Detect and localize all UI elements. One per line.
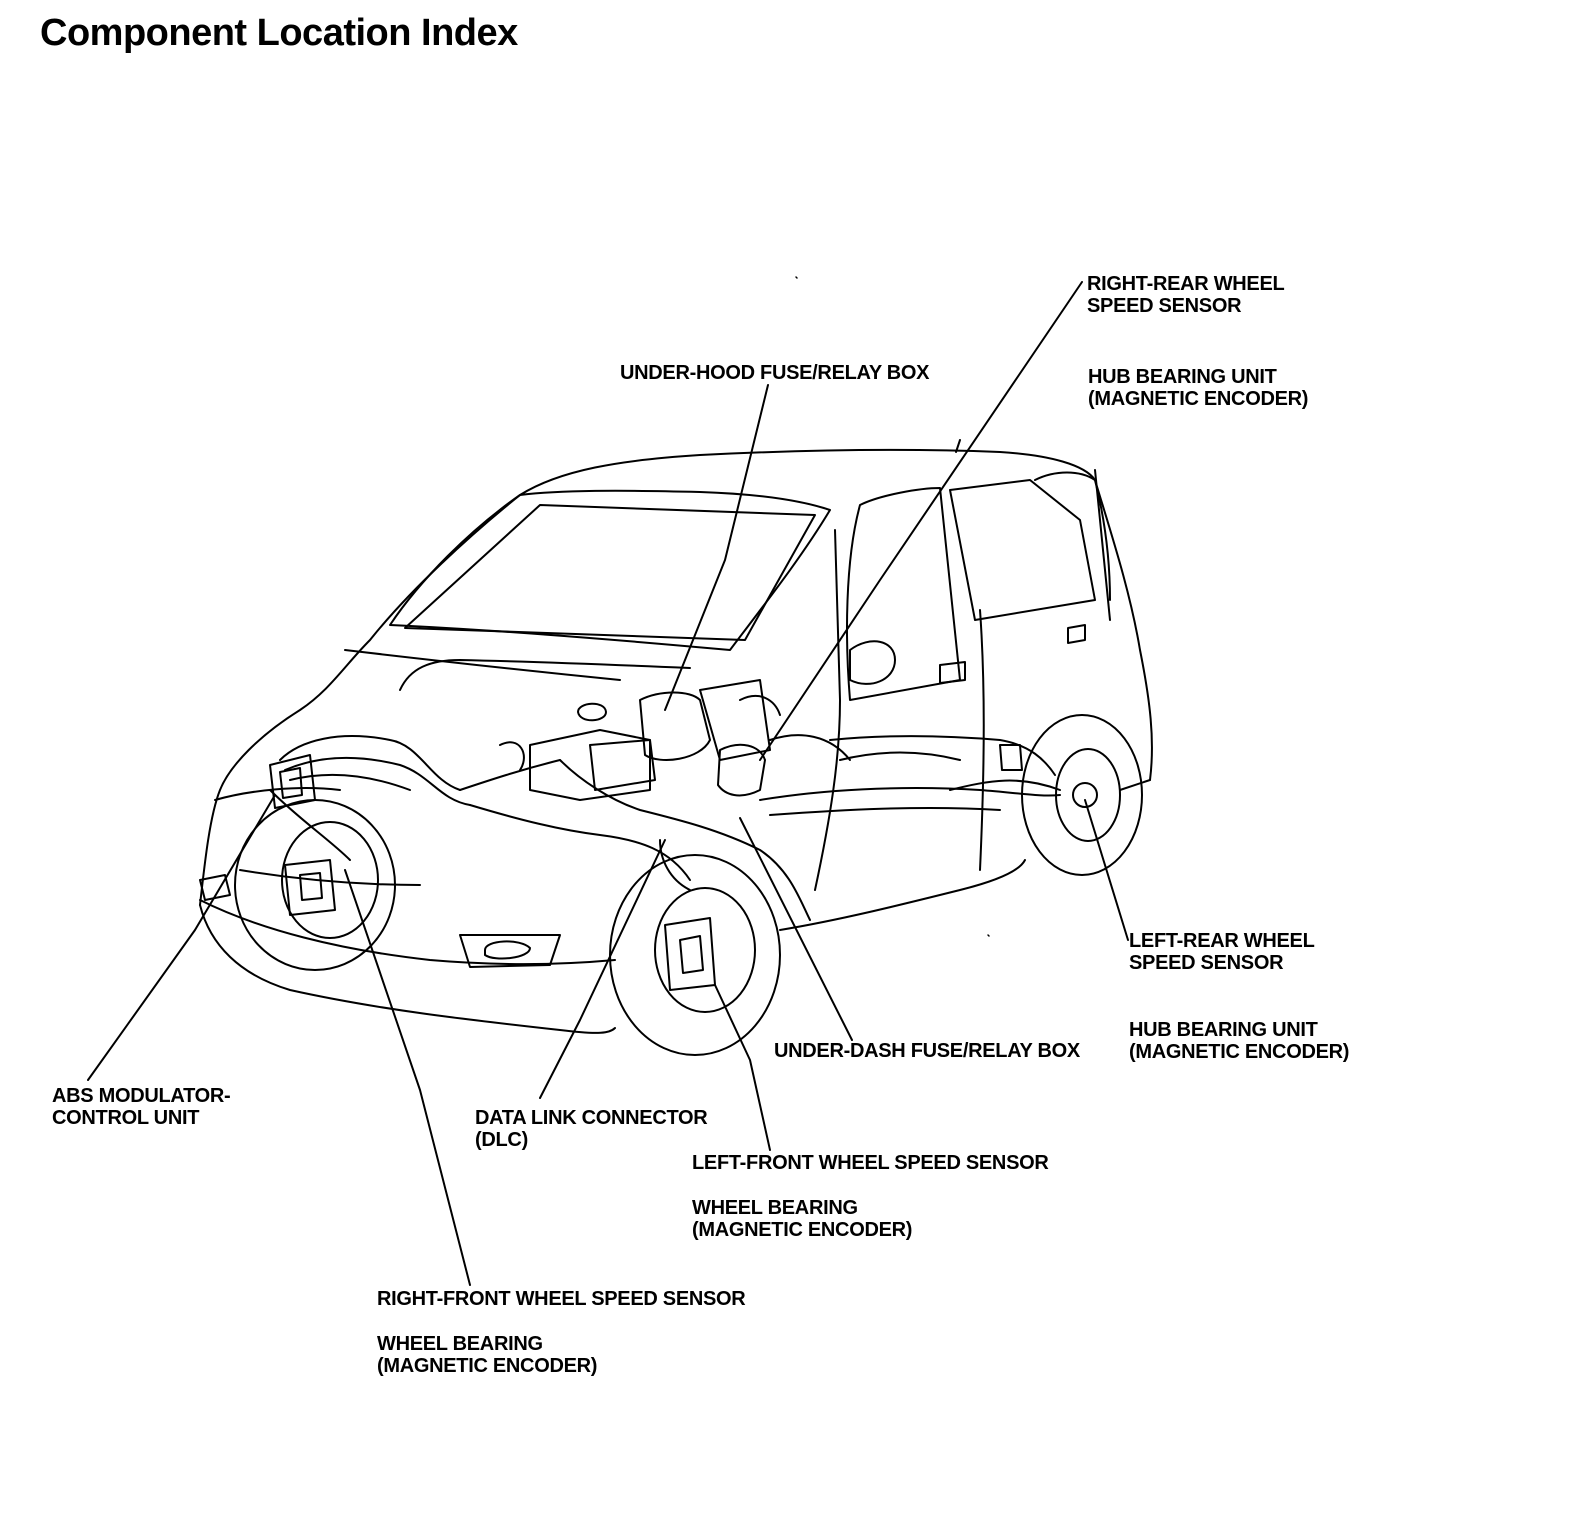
page-title: Component Location Index [40, 12, 518, 54]
leader-lines [87, 281, 1129, 1286]
label-data-link-connector: DATA LINK CONNECTOR (DLC) [475, 1107, 708, 1151]
engine-compartment [499, 679, 851, 801]
label-right-front-wheel-bearing: WHEEL BEARING (MAGNETIC ENCODER) [377, 1333, 598, 1377]
label-left-front-wheel-speed-sensor: LEFT-FRONT WHEEL SPEED SENSOR [692, 1152, 1049, 1174]
label-right-front-wheel-speed-sensor: RIGHT-FRONT WHEEL SPEED SENSOR [377, 1288, 746, 1310]
left-front-wheel [609, 854, 781, 1056]
label-abs-modulator-control-unit: ABS MODULATOR- CONTROL UNIT [52, 1085, 231, 1129]
label-under-hood-fuse-relay-box: UNDER-HOOD FUSE/RELAY BOX [620, 362, 930, 384]
right-front-wheel [234, 799, 396, 971]
label-right-rear-wheel-speed-sensor: RIGHT-REAR WHEEL SPEED SENSOR [1087, 273, 1285, 317]
stray-marks [795, 276, 990, 937]
brake-lines-harness [269, 735, 1061, 921]
label-left-rear-hub-bearing-unit: HUB BEARING UNIT (MAGNETIC ENCODER) [1129, 1019, 1350, 1063]
label-left-front-wheel-bearing: WHEEL BEARING (MAGNETIC ENCODER) [692, 1197, 913, 1241]
label-right-rear-hub-bearing-unit: HUB BEARING UNIT (MAGNETIC ENCODER) [1088, 366, 1309, 410]
label-left-rear-wheel-speed-sensor: LEFT-REAR WHEEL SPEED SENSOR [1129, 930, 1315, 974]
car-body-outline [199, 439, 1153, 1034]
label-under-dash-fuse-relay-box: UNDER-DASH FUSE/RELAY BOX [774, 1040, 1080, 1062]
